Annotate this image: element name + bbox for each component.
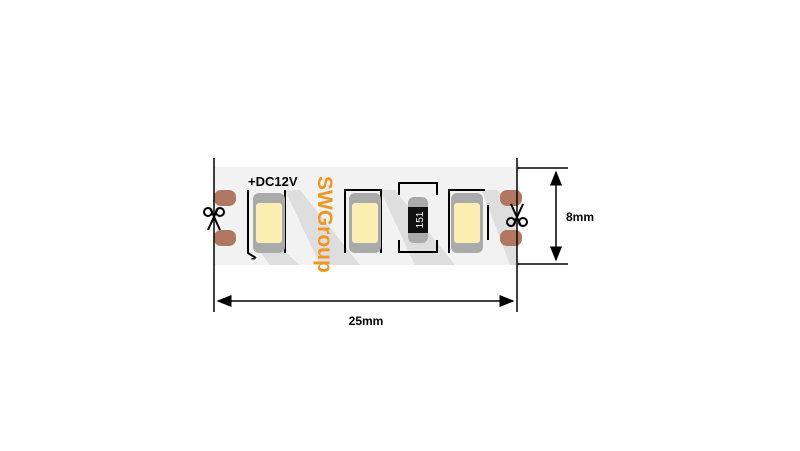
led-2 bbox=[344, 189, 382, 253]
scissors-icon-right bbox=[506, 203, 528, 227]
minus-label: - bbox=[251, 250, 255, 265]
shadow bbox=[482, 190, 517, 265]
resistor: 151 bbox=[398, 182, 438, 253]
shadow bbox=[285, 190, 360, 265]
shadow bbox=[260, 252, 300, 265]
resistor-code: 151 bbox=[415, 211, 426, 228]
length-dimension: 25mm bbox=[349, 314, 384, 328]
scissors-icon-left bbox=[203, 207, 225, 231]
led-1 bbox=[247, 190, 286, 259]
width-dimension: 8mm bbox=[566, 210, 594, 224]
dimension-lines bbox=[213, 158, 568, 312]
led-3 bbox=[448, 189, 489, 253]
polarity-label: +DC12V bbox=[248, 174, 298, 189]
brand-logo: SWGroup bbox=[313, 176, 336, 273]
